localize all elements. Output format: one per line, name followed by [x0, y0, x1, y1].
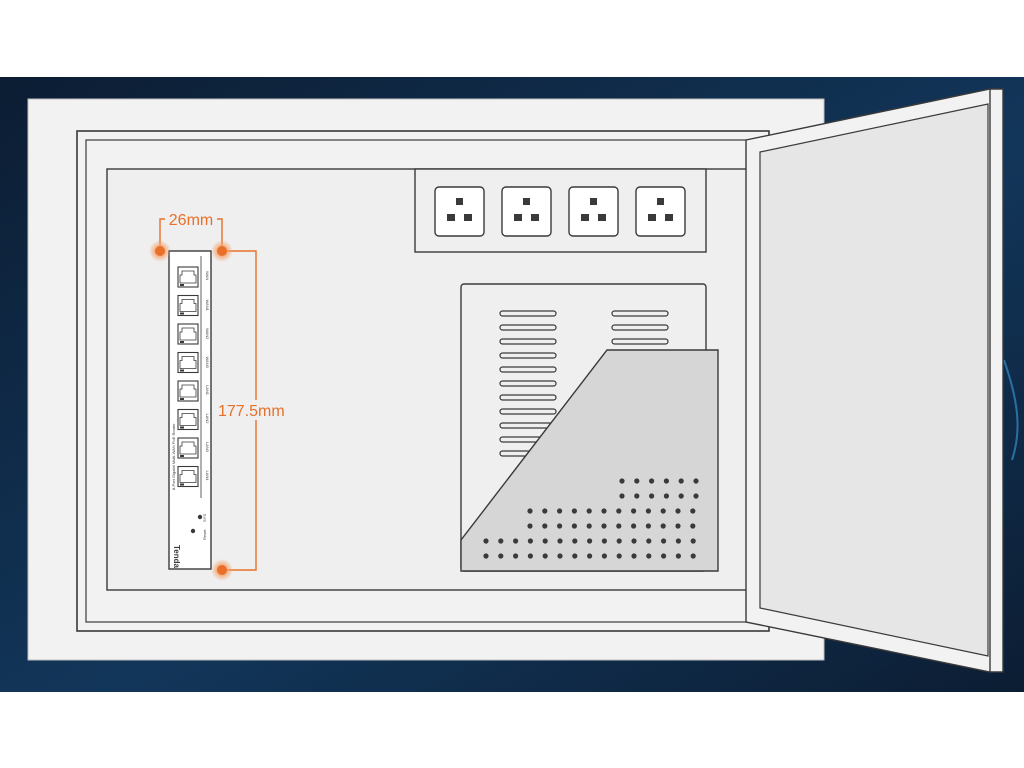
sys-led-icon	[197, 514, 203, 520]
power-socket-icon	[501, 186, 552, 237]
port-label: WAN2	[205, 328, 210, 340]
port-label: WAN3	[205, 357, 210, 369]
cover-perforation	[483, 478, 699, 559]
ethernet-port-icon: LAN2	[177, 408, 210, 431]
port-label: WAN1	[205, 300, 210, 312]
vent-slot-icon	[499, 310, 557, 317]
electrical-box-cover	[460, 349, 719, 572]
port-label: LAN1	[205, 385, 210, 396]
power-socket-icon	[635, 186, 686, 237]
vent-slots	[499, 310, 669, 457]
reset-button-icon	[190, 528, 196, 534]
router-brand-logo: Tenda	[172, 545, 181, 569]
height-label: 177.5mm	[218, 403, 285, 420]
power-sockets	[434, 186, 686, 237]
cabinet-door	[745, 88, 1004, 673]
vent-slot-icon	[499, 366, 557, 373]
dimension-annotations: 26mm 177.5mm	[149, 209, 295, 581]
vent-slot-icon	[611, 310, 669, 317]
port-label: LAN3	[205, 442, 210, 453]
vent-slot-icon	[499, 352, 557, 359]
ethernet-port-icon: WAN	[177, 266, 210, 288]
mount-hole-icon	[155, 246, 165, 256]
ethernet-port-icon: WAN2	[177, 323, 210, 345]
vent-slot-icon	[611, 324, 669, 331]
ethernet-port-icon: WAN3	[177, 351, 210, 374]
mount-hole-icon	[217, 246, 227, 256]
ethernet-port-icon: LAN4	[177, 465, 210, 488]
vent-slot-icon	[499, 408, 557, 415]
vent-slot-icon	[611, 338, 669, 345]
reset-label: Reset	[202, 529, 207, 540]
ethernet-port-icon: LAN3	[177, 437, 210, 459]
width-label-bg	[165, 209, 217, 229]
vent-slot-icon	[499, 338, 557, 345]
power-socket-icon	[434, 186, 485, 237]
electrical-box	[460, 283, 719, 572]
port-label: WAN	[205, 271, 210, 280]
indicator-leds: SYS Reset	[190, 514, 207, 540]
power-socket-icon	[568, 186, 619, 237]
ethernet-port-icon: WAN1	[177, 294, 210, 317]
vent-slot-icon	[499, 394, 557, 401]
mount-hole-icon	[217, 565, 227, 575]
height-label-bg	[219, 400, 295, 420]
router-model-text: 8-Port Gigabit Multi-WAN PoE Router	[171, 423, 176, 490]
vent-slot-icon	[499, 380, 557, 387]
backdrop-light-streak	[1003, 359, 1019, 461]
sys-label: SYS	[202, 514, 207, 522]
door-inner-panel	[759, 103, 989, 657]
width-label: 26mm	[169, 212, 213, 229]
ethernet-port-icon: LAN1	[177, 380, 210, 402]
vent-slot-icon	[499, 324, 557, 331]
port-label: LAN2	[205, 414, 210, 425]
port-label: LAN4	[205, 471, 210, 482]
